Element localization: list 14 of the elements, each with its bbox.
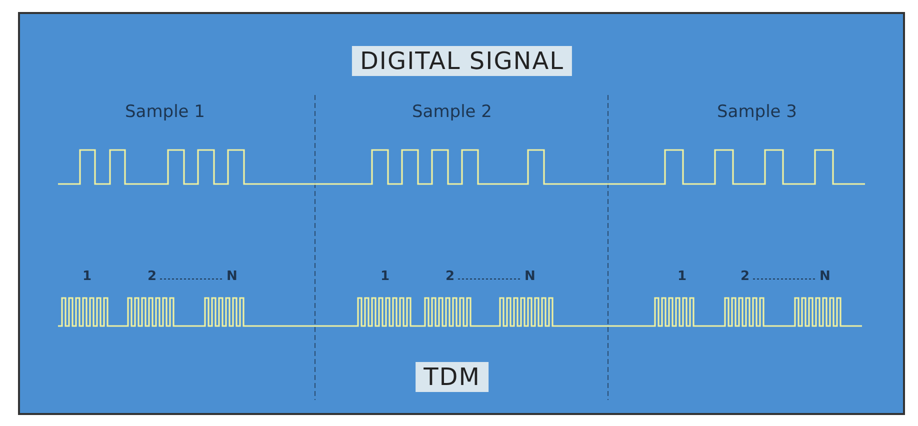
channel-number: N <box>820 269 830 284</box>
channel-number: 2 <box>147 269 157 284</box>
channel-number: 1 <box>677 269 687 284</box>
channel-number: N <box>524 269 536 284</box>
channel-number: N <box>226 269 238 284</box>
sample-label: Sample 3 <box>717 102 797 122</box>
sample-label: Sample 1 <box>125 102 205 122</box>
channel-number: 2 <box>740 269 750 284</box>
channel-number: 1 <box>380 269 390 284</box>
tdm-label: TDM <box>416 362 488 392</box>
sample-label: Sample 2 <box>412 102 492 122</box>
title-label: DIGITAL SIGNAL <box>352 46 572 76</box>
channel-number: 1 <box>82 269 92 284</box>
channel-number: 2 <box>445 269 455 284</box>
